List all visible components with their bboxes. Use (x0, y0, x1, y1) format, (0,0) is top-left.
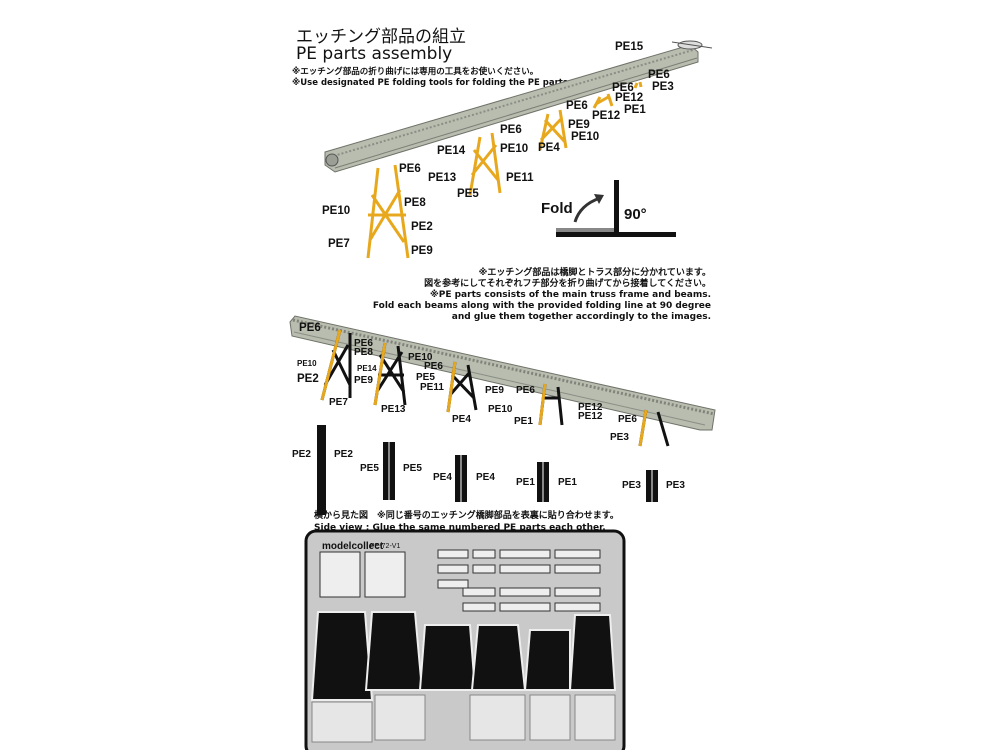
part-label: PE9 (354, 375, 373, 386)
tool-note-en: ※Use designated PE folding tools for fol… (292, 78, 572, 88)
part-label: PE5 (403, 463, 422, 474)
part-label: PE5 (457, 188, 479, 200)
part-label: PE1 (558, 477, 577, 488)
side-view-caption: 横から見た図 ※同じ番号のエッチング橋脚部品を表裏に貼り合わせます。 Side … (314, 510, 619, 534)
side-view-caption-jp: 横から見た図 ※同じ番号のエッチング橋脚部品を表裏に貼り合わせます。 (314, 511, 619, 521)
part-label: PE4 (452, 414, 471, 425)
part-label: PE10 (488, 404, 513, 415)
part-label: PE11 (420, 382, 444, 393)
part-label: PE5 (360, 463, 379, 474)
part-label: PE12 (615, 92, 644, 104)
part-label: PE10 (500, 143, 529, 155)
part-label: PE10 (408, 352, 433, 363)
etch-sheet (304, 529, 626, 750)
tool-note: ※エッチング部品の折り曲げには専用の工具をお使いください。 ※Use desig… (292, 67, 571, 89)
instruction-line: ※PE parts consists of the main truss fra… (429, 290, 711, 300)
part-label: PE12 (578, 402, 603, 413)
part-label: PE14 (437, 145, 466, 157)
tool-note-jp: ※エッチング部品の折り曲げには専用の工具をお使いください。 (292, 67, 539, 77)
side-view-bars (317, 425, 658, 515)
part-label: PE7 (328, 238, 350, 250)
top-trestles (366, 81, 643, 259)
part-label: PE10 (571, 131, 600, 143)
part-label: PE4 (538, 142, 560, 154)
part-label: PE6 (566, 100, 588, 112)
part-label: PE2 (411, 221, 433, 233)
part-label: PE9 (485, 385, 504, 396)
part-label: PE9 (411, 245, 433, 257)
part-label: PE3 (622, 480, 641, 491)
part-label: PE3 (652, 81, 674, 93)
sheet-code: PE-72-V1 (370, 543, 401, 550)
part-label: PE15 (615, 41, 644, 53)
instruction-line: 図を参考にしてそれぞれフチ部分を折り曲げてから接着してください。 (424, 279, 711, 289)
part-label: PE4 (476, 472, 495, 483)
part-label: PE2 (292, 449, 311, 460)
part-label: PE13 (428, 172, 457, 184)
fold-label: Fold (541, 200, 573, 217)
angle-label: 90° (624, 206, 647, 223)
part-label: PE1 (514, 416, 533, 427)
title-japanese: エッチング部品の組立 (296, 27, 466, 47)
part-label: PE6 (500, 124, 522, 136)
instruction-line: ※エッチング部品は橋脚とトラス部分に分かれています。 (478, 268, 711, 278)
part-label: PE2 (297, 373, 319, 385)
part-label: PE4 (433, 472, 452, 483)
side-view-caption-en: Side view : Glue the same numbered PE pa… (314, 523, 606, 533)
part-label: PE10 (297, 359, 317, 368)
part-label: PE8 (404, 197, 426, 209)
part-label: PE1 (516, 477, 535, 488)
part-label: PE3 (610, 432, 629, 443)
fold-diagram (556, 180, 676, 237)
part-label: PE3 (666, 480, 685, 491)
part-label: PE1 (624, 104, 646, 116)
part-label: PE6 (399, 163, 421, 175)
part-label: PE14 (357, 364, 377, 373)
part-label: PE12 (592, 110, 621, 122)
part-label: PE9 (568, 119, 590, 131)
part-label: PE7 (329, 397, 348, 408)
sheet-brand: modelcollect (322, 541, 384, 552)
instruction-line: Fold each beams along with the provided … (372, 301, 711, 311)
part-label: PE11 (506, 172, 534, 184)
part-label: PE2 (334, 449, 353, 460)
part-label: PE6 (618, 414, 637, 425)
part-label: PE6 (354, 338, 373, 349)
title-english: PE parts assembly (296, 44, 453, 64)
part-label: PE6 (424, 361, 443, 372)
part-label: PE6 (648, 69, 670, 81)
part-label: PE6 (612, 82, 634, 94)
instruction-line: and glue them together accordingly to th… (451, 312, 711, 322)
part-label: PE10 (322, 205, 351, 217)
part-label: PE5 (416, 372, 435, 383)
middle-trestles (320, 329, 670, 447)
middle-bridge (289, 315, 716, 431)
part-label: PE6 (516, 385, 535, 396)
part-label: PE12 (578, 411, 603, 422)
assembly-instructions: ※エッチング部品は橋脚とトラス部分に分かれています。 図を参考にしてそれぞれフチ… (373, 268, 711, 323)
top-bridge (324, 40, 713, 173)
part-label: PE8 (354, 347, 373, 358)
part-label: PE13 (381, 404, 406, 415)
part-label: PE6 (299, 322, 321, 334)
